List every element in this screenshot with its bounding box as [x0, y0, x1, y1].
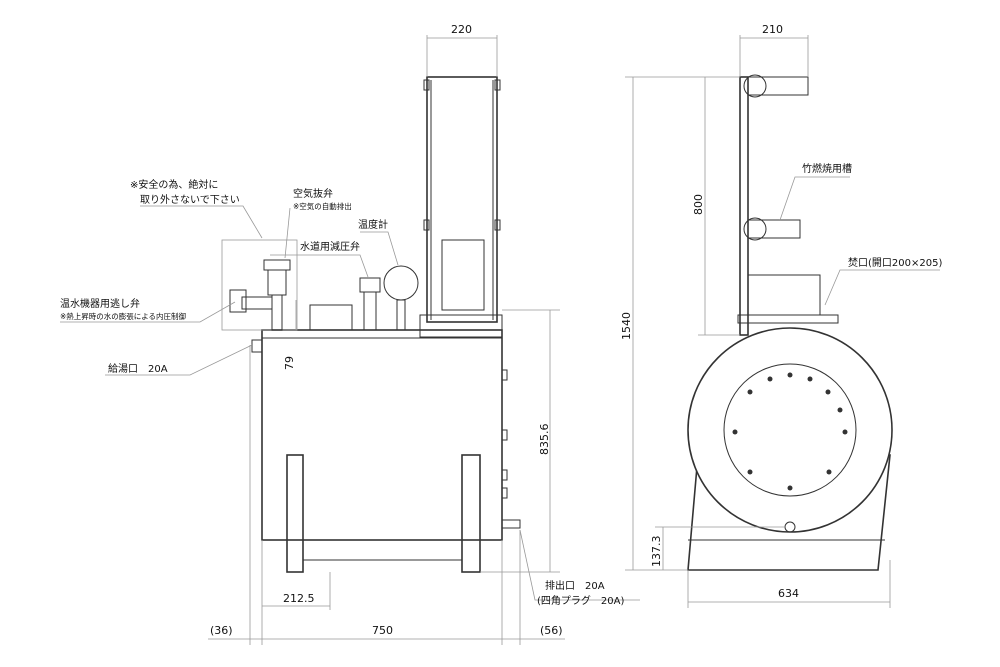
safety-note-line2: 取り外さないで下さい: [140, 194, 240, 206]
dim-leg-offset: 212.5: [283, 592, 315, 605]
dim-drain-height: 137.3: [650, 536, 663, 568]
tank-end: [687, 327, 893, 533]
bamboo-chimney-label: 竹燃焼用槽: [802, 162, 852, 175]
chimney-window: [441, 239, 485, 311]
relief-valve: [229, 289, 247, 313]
chimney-bracket: [419, 314, 503, 338]
pressure-reducer-label: 水道用減圧弁: [300, 240, 360, 253]
side-view: 竹燃焼用槽 焚口(開口200×205) 210 1540 800 137.3 6…: [620, 23, 942, 608]
upper-chimney-bracket: [747, 76, 809, 96]
supply-port: [251, 339, 263, 353]
dim-top-offset: 79: [283, 356, 296, 370]
supply-label: 給湯口 20A: [108, 362, 168, 375]
dim-base-width: 634: [778, 587, 799, 600]
dim-height: 835.6: [538, 424, 551, 456]
right-leg: [461, 454, 481, 573]
flange: [723, 363, 857, 497]
fire-door-label: 焚口(開口200×205): [848, 257, 942, 269]
drain-label: 排出口 20A: [545, 579, 605, 592]
relief-valve-note: ※熱上昇時の水の膨張による内圧制御: [60, 311, 187, 321]
bamboo-chimney-holder: [747, 219, 801, 239]
base-frame: [302, 539, 463, 561]
dim-chimney-height: 800: [692, 194, 705, 215]
safety-note-line1: ※安全の為、絶対に: [130, 178, 218, 191]
dim-total-height: 1540: [620, 312, 633, 340]
bolt-holes: [732, 372, 848, 491]
dim-side-chimney-width: 210: [762, 23, 783, 36]
tank-body: [261, 329, 503, 541]
drain-plug-label: (四角プラグ 20A): [537, 594, 624, 607]
fire-door: [747, 274, 821, 316]
front-view: ※安全の為、絶対に 取り外さないで下さい 空気抜弁 ※空気の自動排出 温度計 水…: [60, 23, 640, 645]
dim-chimney-width: 220: [451, 23, 472, 36]
dim-left-overhang: (36): [210, 624, 233, 637]
left-leg: [286, 454, 304, 573]
inlet-box: [309, 304, 353, 331]
pressure-reducing-valve: [359, 277, 381, 293]
thermometer: [383, 265, 419, 301]
air-vent-label: 空気抜弁: [293, 187, 333, 200]
dim-body-width: 750: [372, 624, 393, 637]
chimney: [426, 76, 498, 323]
thermometer-label: 温度計: [358, 218, 388, 231]
air-vent-valve: [263, 259, 291, 271]
dim-right-overhang: (56): [540, 624, 563, 637]
drain-port: [501, 519, 521, 529]
air-vent-note: ※空気の自動排出: [293, 201, 352, 211]
side-chimney: [739, 76, 749, 336]
safety-enclosure: [221, 239, 298, 331]
relief-valve-label: 温水機器用逃し弁: [60, 297, 140, 310]
